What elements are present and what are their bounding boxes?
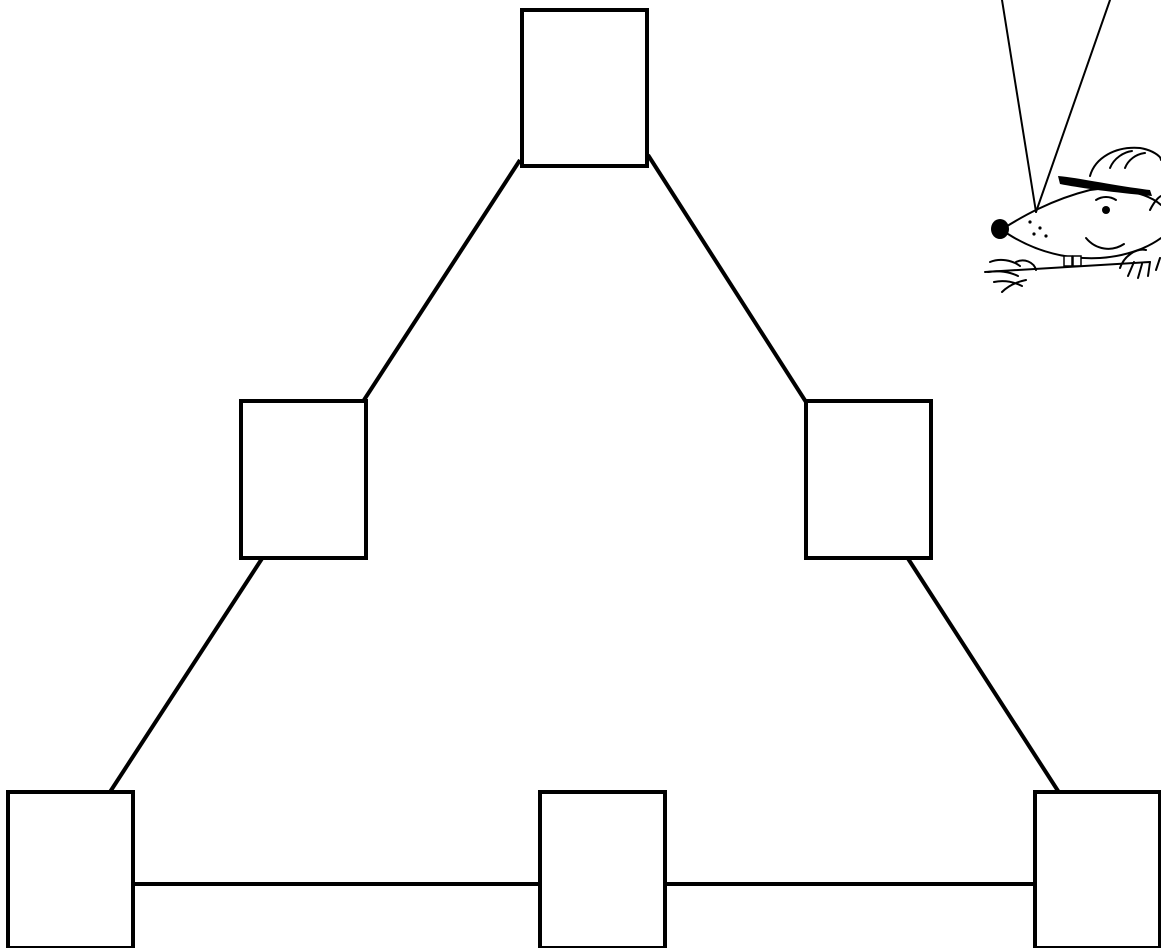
box-middle-right xyxy=(806,401,931,558)
box-bottom-center xyxy=(540,792,665,948)
box-bottom-left xyxy=(8,792,133,948)
edge-middle-left-to-bottom-left xyxy=(108,557,263,795)
edge-top-to-middle-right xyxy=(648,155,806,402)
edge-top-to-middle-left xyxy=(364,160,520,400)
edge-middle-right-to-bottom-right xyxy=(907,557,1060,794)
diagram-boxes xyxy=(8,10,1160,948)
mole-with-hard-hat-icon xyxy=(985,0,1161,292)
box-bottom-right xyxy=(1035,792,1160,948)
box-middle-left xyxy=(241,401,366,558)
box-top xyxy=(522,10,647,166)
